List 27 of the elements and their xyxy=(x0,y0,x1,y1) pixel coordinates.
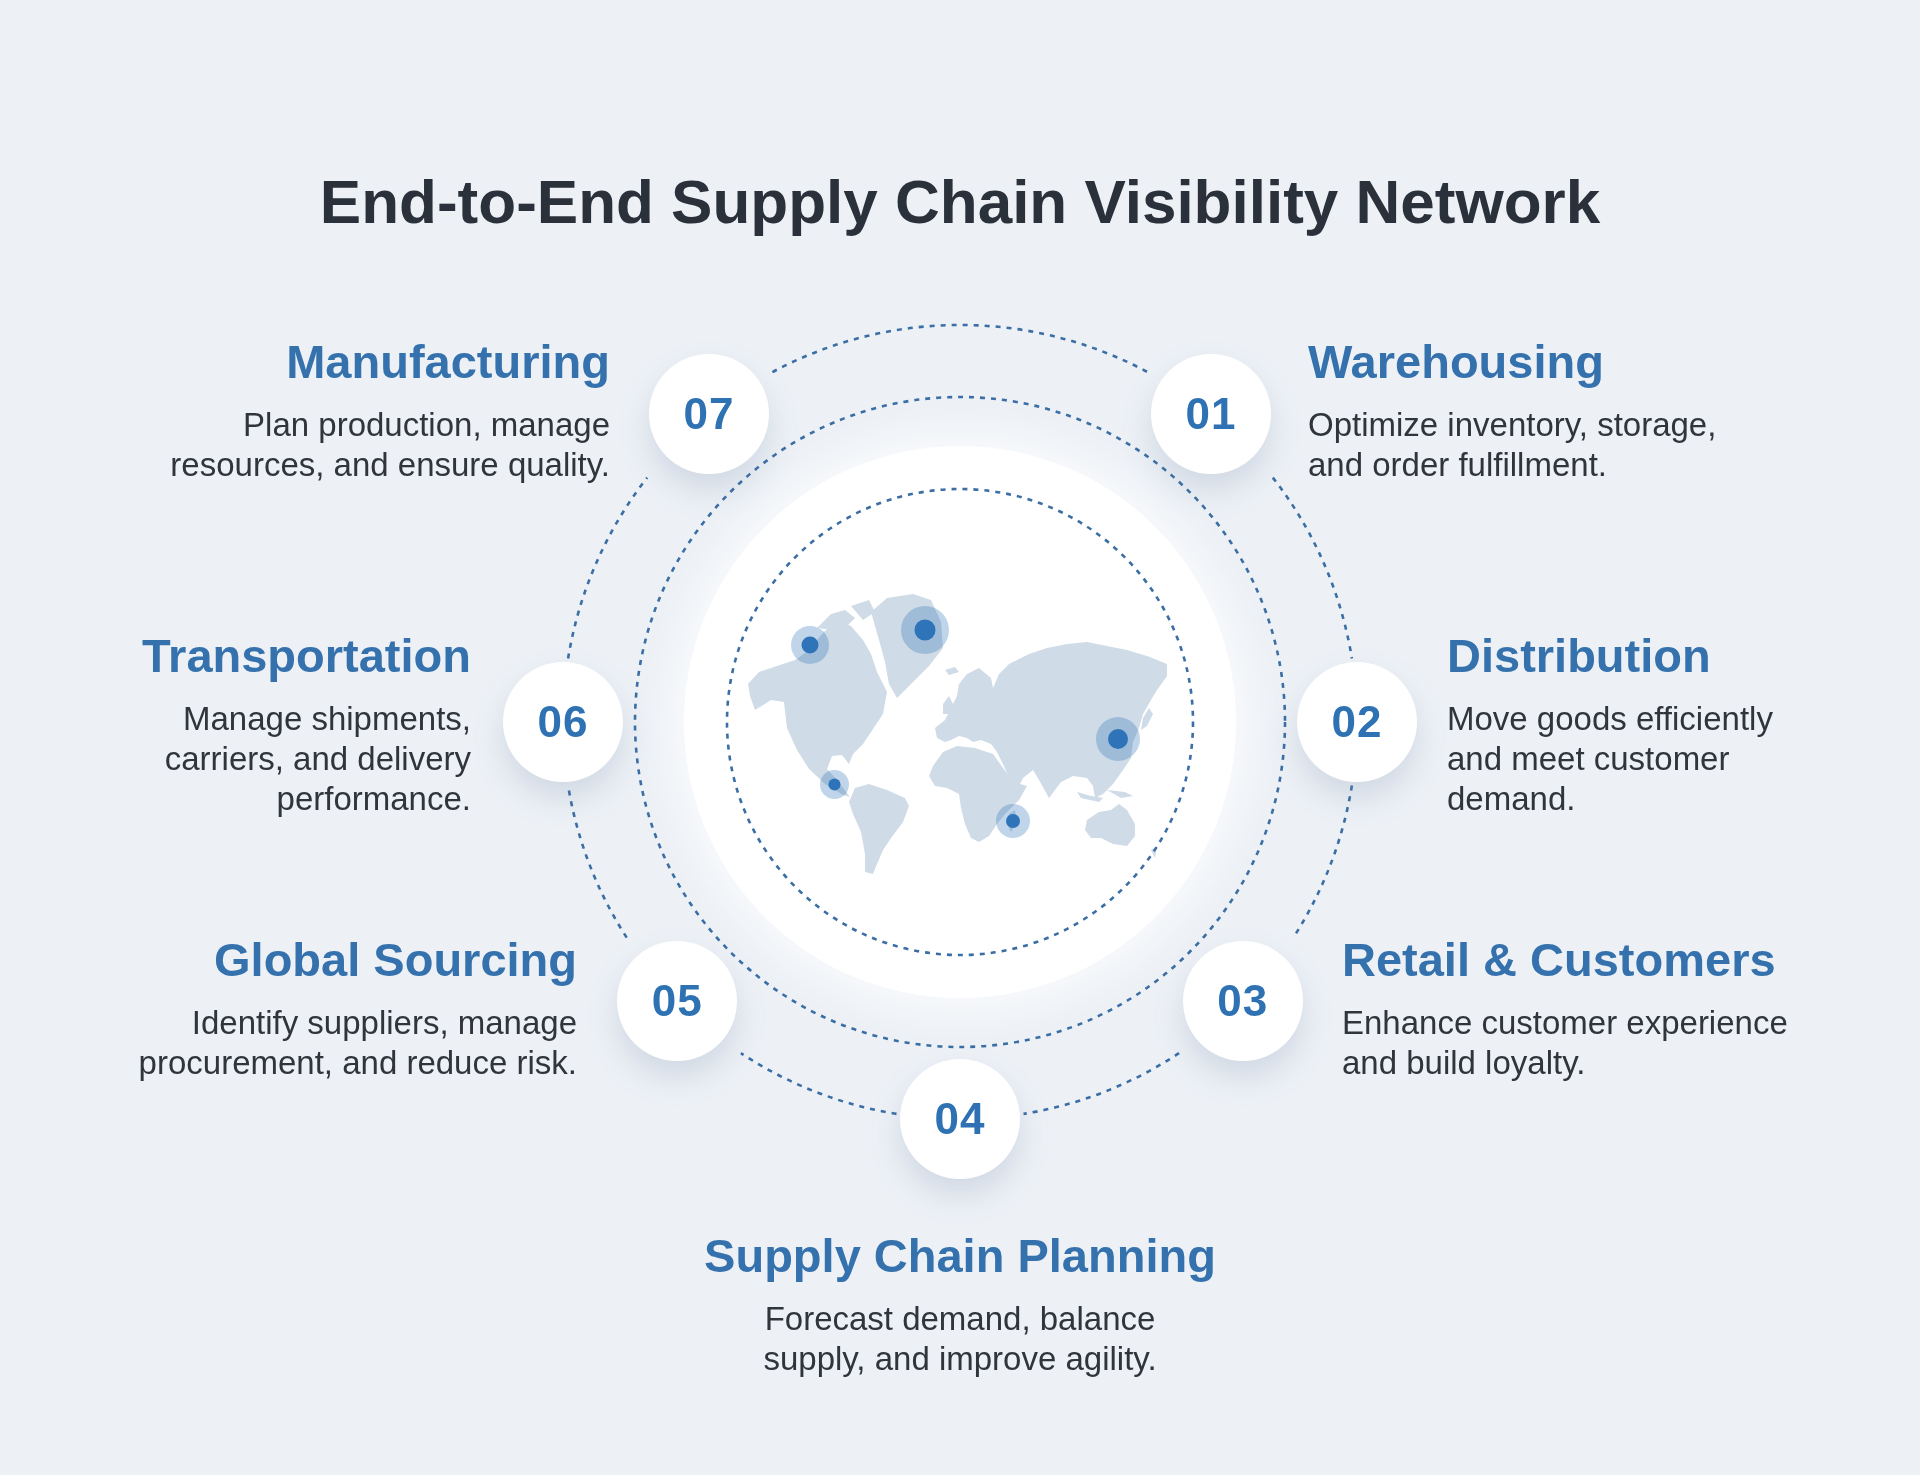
step-number: 01 xyxy=(1185,389,1237,440)
step-number: 04 xyxy=(934,1094,986,1144)
connector-arc xyxy=(771,323,1149,374)
step-number: 06 xyxy=(537,697,589,747)
section-description: Enhance customer experience and build loyalty. xyxy=(1342,1003,1789,1083)
section-heading: Distribution xyxy=(1447,628,1711,684)
connector-arc xyxy=(1023,1052,1180,1116)
section-description: Forecast demand, balance supply, and improve agility. xyxy=(762,1299,1158,1379)
connector-arc xyxy=(740,1052,897,1116)
step-number: 02 xyxy=(1331,697,1383,747)
section-heading: Retail & Customers xyxy=(1342,932,1776,988)
section-heading: Global Sourcing xyxy=(214,932,577,988)
step-number: 07 xyxy=(683,389,735,440)
section-description: Move goods efficiently and meet customer demand. xyxy=(1447,699,1774,819)
section-heading: Transportation xyxy=(141,628,471,684)
section-heading: Warehousing xyxy=(1308,334,1604,390)
connector-arc xyxy=(566,476,649,659)
section-description: Identify suppliers, manage procurement, and reduce risk. xyxy=(137,1003,577,1083)
section-description: Optimize inventory, storage, and order fulfillment. xyxy=(1308,405,1718,485)
section-description: Plan production, manage resources, and ensure quality. xyxy=(169,405,610,485)
connector-arc xyxy=(1271,476,1354,659)
section-heading: Manufacturing xyxy=(286,334,610,390)
section-heading: Supply Chain Planning xyxy=(704,1228,1216,1284)
title: End-to-End Supply Chain Visibility Network xyxy=(319,166,1601,238)
step-number: 05 xyxy=(651,975,703,1026)
step-number: 03 xyxy=(1217,975,1269,1026)
section-description: Manage shipments, carriers, and delivery performance. xyxy=(163,699,471,819)
